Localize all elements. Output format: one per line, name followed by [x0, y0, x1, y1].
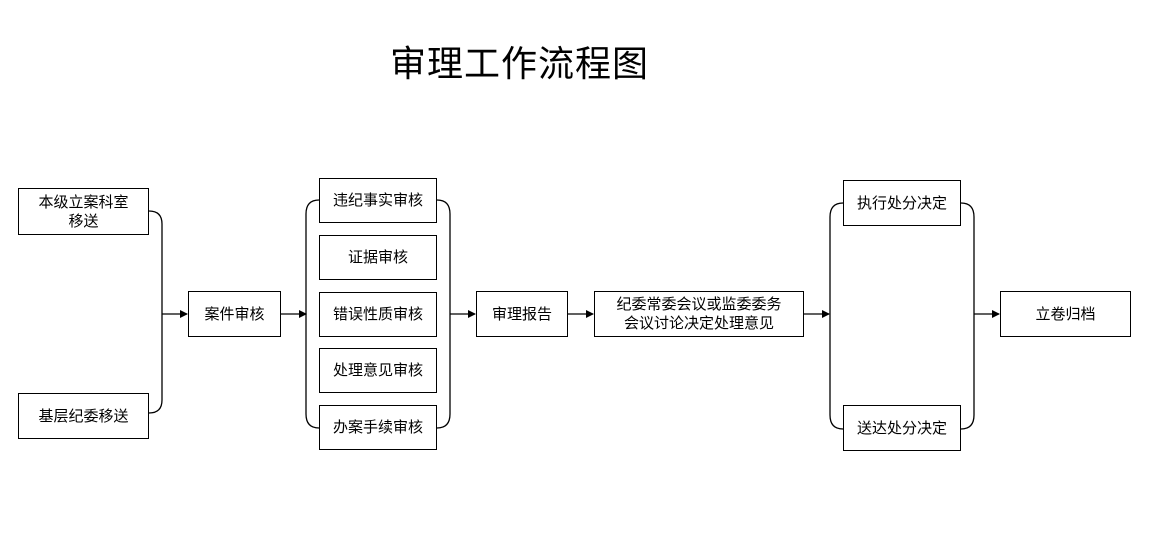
open-brace-decisions — [829, 202, 844, 430]
close-brace-decisions — [960, 202, 975, 430]
procedure-review-box: 办案手续审核 — [319, 405, 437, 450]
deliver-decision-box: 送达处分决定 — [843, 405, 961, 451]
open-brace-reviews — [305, 199, 320, 429]
archive-box: 立卷归档 — [1000, 291, 1131, 337]
close-brace-reviews — [436, 199, 451, 429]
meeting-box: 纪委常委会议或监委委务 会议讨论决定处理意见 — [594, 291, 804, 337]
nature-review-box: 错误性质审核 — [319, 292, 437, 337]
source-county-box: 本级立案科室 移送 — [18, 188, 149, 235]
fact-review-box: 违纪事实审核 — [319, 178, 437, 223]
merge-brace-sources — [148, 210, 163, 414]
case-review-box: 案件审核 — [188, 291, 281, 337]
source-base-box: 基层纪委移送 — [18, 393, 149, 439]
opinion-review-box: 处理意见审核 — [319, 348, 437, 393]
evidence-review-box: 证据审核 — [319, 235, 437, 280]
report-box: 审理报告 — [476, 291, 568, 337]
execute-decision-box: 执行处分决定 — [843, 180, 961, 226]
page-title: 审理工作流程图 — [390, 44, 650, 85]
